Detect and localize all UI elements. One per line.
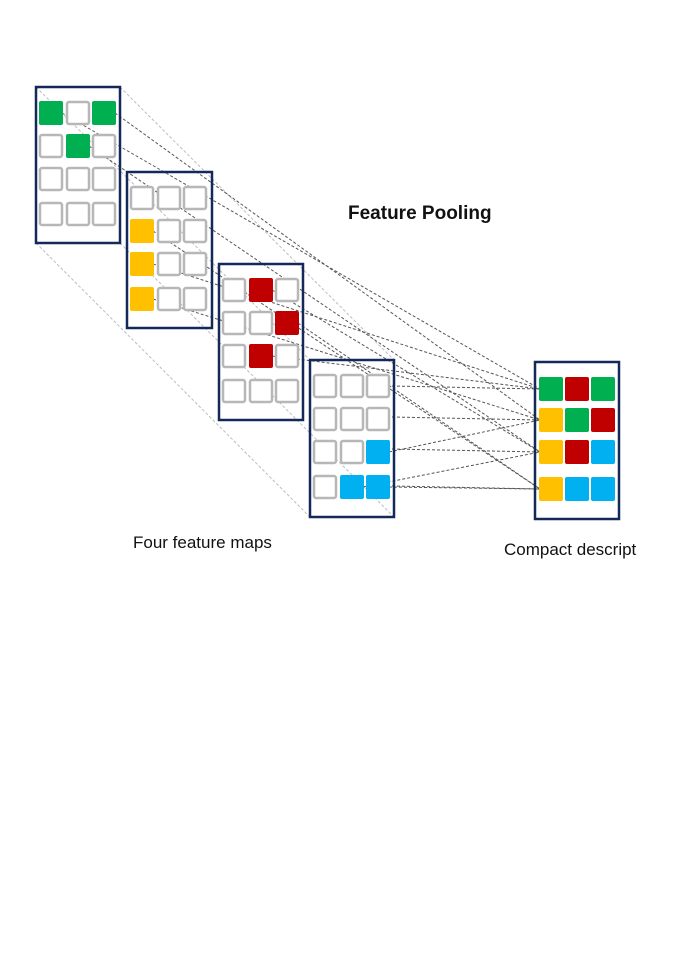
feature-map-frame-1 — [34, 85, 122, 245]
descriptor-cell-green — [591, 377, 615, 401]
feature-map-4-cell-empty — [339, 373, 365, 399]
pooling-connection — [271, 355, 541, 390]
pooling-connection — [297, 322, 541, 490]
descriptor-frame — [533, 360, 621, 521]
pooling-connection — [271, 289, 541, 453]
feature-map-2-cell-empty — [156, 251, 182, 277]
descriptor-label: Compact descript — [504, 540, 637, 559]
descriptor-cell-red — [565, 440, 589, 464]
feature-map-4-cell-empty — [312, 474, 338, 500]
feature-map-frame-2 — [125, 170, 214, 330]
feature-map-1-cell-green — [66, 134, 90, 158]
feature-map-2-cell-empty — [182, 185, 208, 211]
feature-map-4-cell-blue — [366, 440, 390, 464]
feature-map-4-cell-empty — [312, 406, 338, 432]
pooling-connection — [88, 145, 541, 453]
feature-map-3-cell-empty — [221, 343, 247, 369]
feature-map-2-cell-empty — [156, 286, 182, 312]
feature-map-1-cell-empty — [91, 201, 117, 227]
pooling-connection — [61, 112, 541, 390]
feature-map-4-cell-blue — [340, 475, 364, 499]
feature-map-4-cell-blue — [366, 475, 390, 499]
feature-map-1-cell-empty — [65, 166, 91, 192]
feature-map-frame-3 — [217, 262, 305, 422]
descriptor-cell-yellow — [539, 408, 563, 432]
descriptor-cell-blue — [591, 477, 615, 501]
feature-map-3-cell-empty — [274, 343, 300, 369]
feature-map-1-cell-green — [92, 101, 116, 125]
feature-map-4-cell-empty — [365, 406, 391, 432]
feature-map-3-cell-empty — [274, 277, 300, 303]
descriptor-cell-red — [565, 377, 589, 401]
descriptor-cell-green — [565, 408, 589, 432]
feature-map-1-cell-empty — [91, 133, 117, 159]
feature-maps-label: Four feature maps — [133, 533, 272, 552]
pooling-connection — [114, 112, 541, 421]
feature-map-frame-4 — [308, 358, 396, 519]
guide-line — [119, 242, 395, 518]
feature-map-2-cell-empty — [182, 218, 208, 244]
feature-map-1-cell-empty — [38, 166, 64, 192]
guide-line — [119, 86, 395, 361]
feature-map-2-cell-yellow — [130, 252, 154, 276]
feature-map-4-cell-empty — [312, 373, 338, 399]
feature-map-3-cell-empty — [248, 378, 274, 404]
feature-map-2-cell-empty — [182, 286, 208, 312]
descriptor-cell-green — [539, 377, 563, 401]
feature-map-2-cell-empty — [129, 185, 155, 211]
feature-map-3-cell-empty — [221, 277, 247, 303]
descriptor-cell-yellow — [539, 477, 563, 501]
feature-map-1-cell-empty — [91, 166, 117, 192]
pooling-connection — [152, 263, 541, 390]
pooling-connection — [362, 451, 541, 488]
diagram-title: Feature Pooling — [348, 203, 492, 224]
pooling-connection — [391, 416, 541, 421]
feature-map-3-cell-red — [249, 344, 273, 368]
descriptor-cell-yellow — [539, 440, 563, 464]
feature-map-1-cell-green — [39, 101, 63, 125]
feature-map-4-cell-empty — [339, 406, 365, 432]
feature-map-2-cell-empty — [182, 251, 208, 277]
feature-map-2-cell-yellow — [130, 219, 154, 243]
descriptor-cell-blue — [591, 440, 615, 464]
pooling-connection — [388, 419, 541, 453]
feature-map-2-cell-empty — [156, 185, 182, 211]
pooling-connection — [391, 448, 541, 453]
guide-line — [35, 242, 311, 518]
feature-map-3-cell-empty — [248, 310, 274, 336]
feature-map-1-cell-empty — [38, 133, 64, 159]
feature-map-2-cell-empty — [156, 218, 182, 244]
descriptor-cell-blue — [565, 477, 589, 501]
feature-map-4-cell-empty — [339, 439, 365, 465]
feature-map-4-cell-empty — [312, 439, 338, 465]
feature-map-3-cell-red — [249, 278, 273, 302]
feature-map-3-cell-empty — [221, 310, 247, 336]
descriptor-cell-red — [591, 408, 615, 432]
feature-map-3-cell-empty — [221, 378, 247, 404]
feature-map-1-cell-empty — [65, 100, 91, 126]
feature-map-4-cell-empty — [365, 373, 391, 399]
feature-map-3-cell-red — [275, 311, 299, 335]
feature-map-1-cell-empty — [65, 201, 91, 227]
feature-map-2-cell-yellow — [130, 287, 154, 311]
feature-map-1-cell-empty — [38, 201, 64, 227]
feature-map-3-cell-empty — [274, 378, 300, 404]
